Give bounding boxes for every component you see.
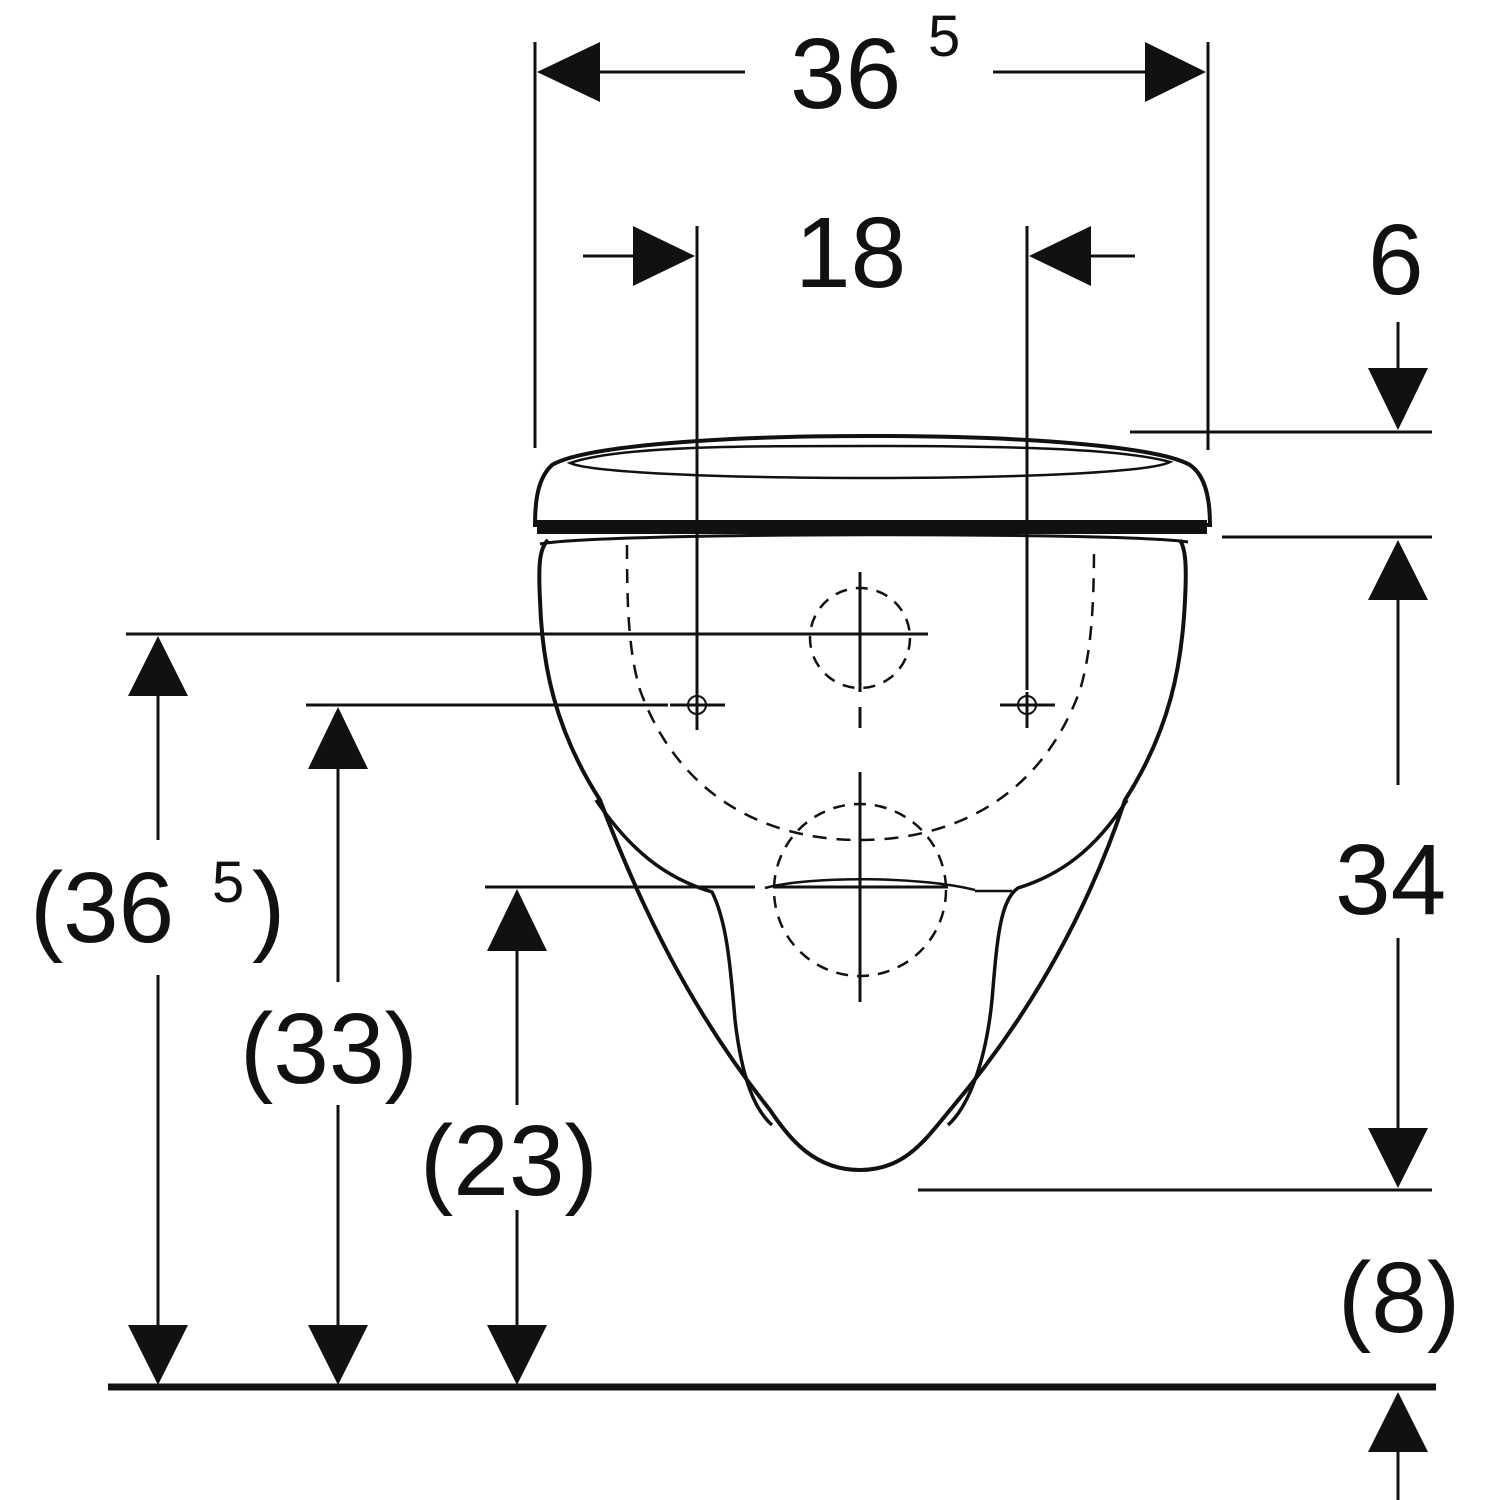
outlet-height-label: (23) [420,1105,598,1217]
outlet-height-dimension: (23) [420,885,755,1385]
left-height-open: ( [30,852,63,964]
fixing-height-dimension: (33) [240,703,668,1385]
bowl-height-label: 34 [1335,824,1446,936]
fixing-spacing-dimension: 18 [583,197,1135,730]
arrowhead-left [537,42,600,102]
left-height-sup: 5 [212,850,244,915]
arrowhead-up [1368,540,1428,600]
toilet-seat-lid [532,433,1213,546]
arrowhead-up [128,636,188,696]
bowl-height-dimension: 34 [918,535,1446,1192]
left-height-dimension: ( 36 5 ) [30,632,928,1385]
toilet-bowl [537,538,1188,1173]
fixing-point-right [1000,692,1055,728]
arrowhead-up [1368,1392,1428,1452]
fixing-height-label: (33) [240,993,418,1105]
fixing-spacing-label: 18 [795,197,906,309]
centre-lines [773,572,948,1002]
arrowhead-down [128,1325,188,1385]
overall-width-dimension: 36 5 [533,4,1210,450]
seat-offset-dimension: 6 [1130,204,1432,434]
left-height-close: ) [252,852,285,964]
arrowhead-down [1368,1128,1428,1188]
arrowhead-down [487,1325,547,1385]
arrowhead-right [633,226,695,286]
overall-width-sup: 5 [928,4,960,69]
arrowhead-down [308,1325,368,1385]
overall-width-label: 36 [790,18,901,130]
arrowhead-down [1368,368,1428,430]
seat-offset-label: 6 [1368,204,1424,316]
left-height-label: 36 [63,852,174,964]
bottom-clearance-dimension: (8) [1338,1242,1460,1500]
arrowhead-up [487,889,547,951]
bottom-clearance-label: (8) [1338,1242,1460,1354]
arrowhead-right [1145,42,1206,102]
arrowhead-up [308,707,368,769]
fixing-point-left [670,695,725,715]
seat-band [537,520,1207,534]
arrowhead-left [1029,226,1091,286]
